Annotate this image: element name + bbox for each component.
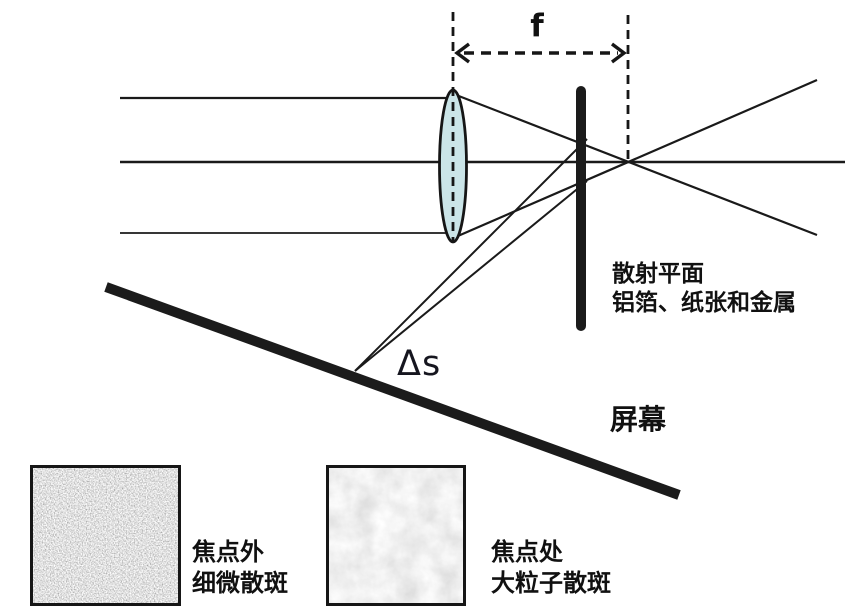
scattered-ray-upper xyxy=(354,138,588,372)
scatter-plane-label-line2: 铝箔、纸张和金属 xyxy=(612,290,796,316)
speckle-out-of-focus-label-line2: 细微散斑 xyxy=(192,569,288,597)
screen-bar xyxy=(104,282,681,500)
refracted-ray-lower xyxy=(450,78,818,241)
scatter-plane-label: 散射平面 铝箔、纸张和金属 xyxy=(612,260,796,318)
refracted-ray-upper xyxy=(450,91,818,237)
screen-label: 屏幕 xyxy=(610,403,667,436)
coarse-speckle-image xyxy=(326,465,466,606)
focal-length-arrowhead-left xyxy=(454,42,471,64)
scatter-plane-label-line1: 散射平面 xyxy=(612,261,704,287)
focal-length-label: f xyxy=(530,8,544,44)
scattered-ray-lower xyxy=(354,180,588,372)
speckle-at-focus-label: 焦点处 大粒子散斑 xyxy=(491,537,611,599)
speckle-at-focus-label-line1: 焦点处 xyxy=(491,538,563,566)
delta-s-label: Δs xyxy=(397,344,442,384)
fine-speckle-image xyxy=(30,465,181,606)
speckle-at-focus-label-line2: 大粒子散斑 xyxy=(491,569,611,597)
focal-length-arrowhead-right xyxy=(610,42,627,64)
speckle-out-of-focus-label-line1: 焦点外 xyxy=(192,538,264,566)
speckle-out-of-focus-label: 焦点外 细微散斑 xyxy=(192,537,288,599)
